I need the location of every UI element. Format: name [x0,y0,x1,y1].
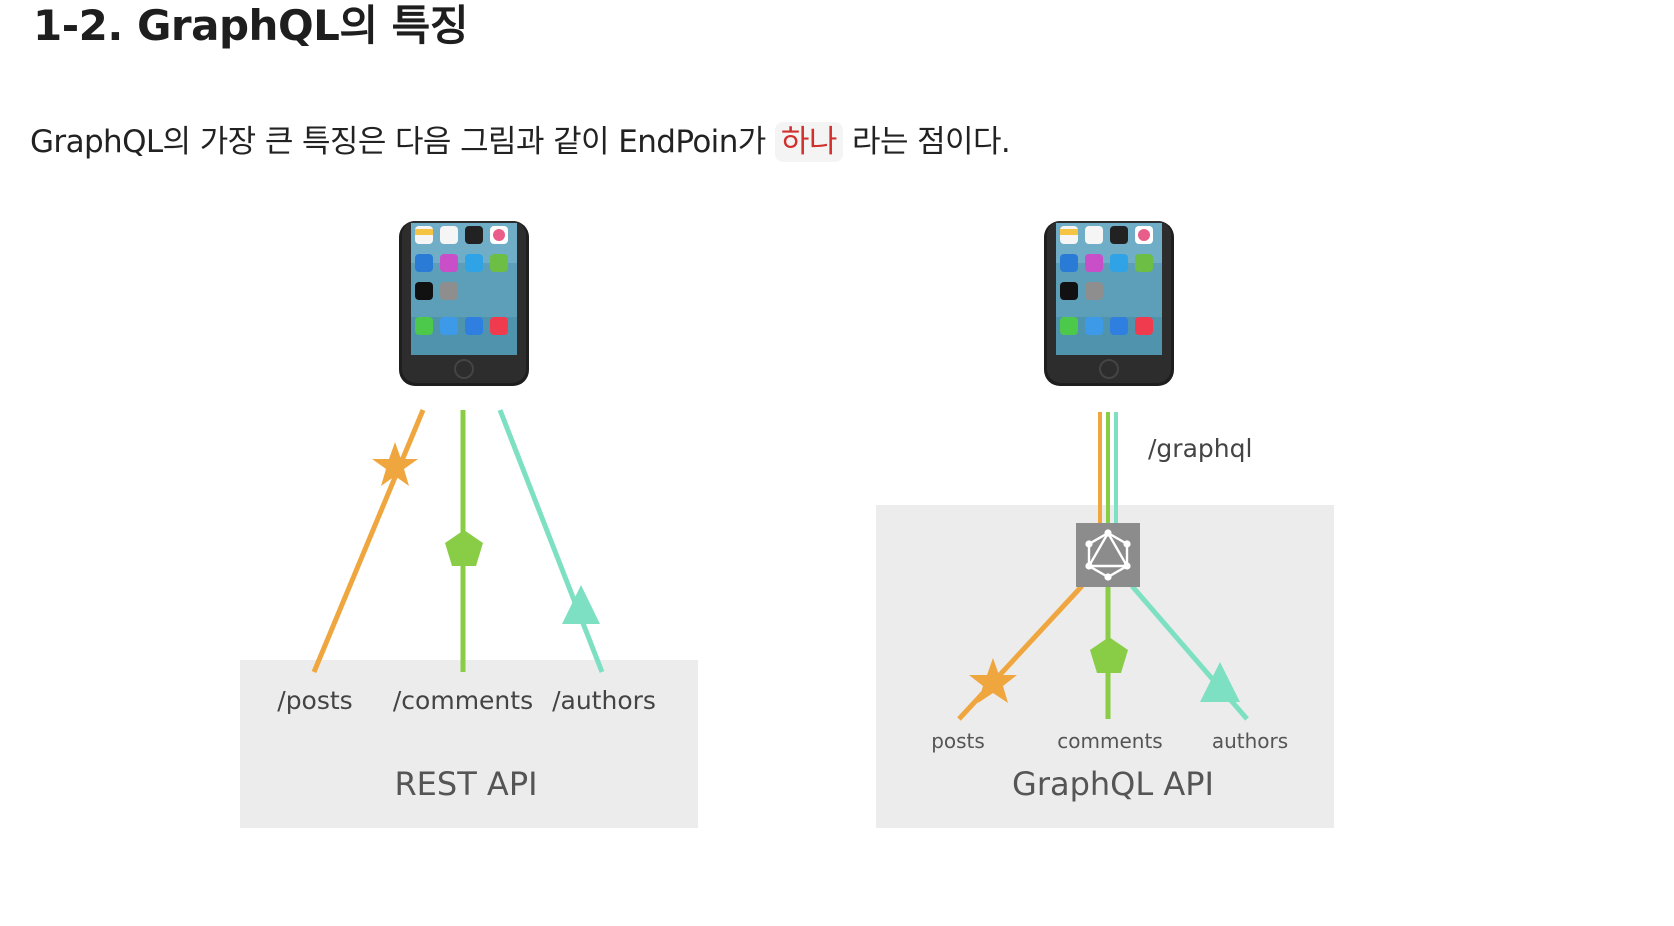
rest-endpoint-authors: /authors [552,686,656,715]
star-icon [969,658,1017,703]
section-heading: 1-2. GraphQL의 특징 [33,1,468,50]
rest-endpoint-comments: /comments [393,686,533,715]
rest-diagram: /posts /comments /authors REST API [240,220,698,828]
graphql-diagram: /graphql posts comments authors GraphQL … [876,220,1334,828]
star-icon [372,442,418,486]
graphql-resource-authors: authors [1212,729,1288,753]
rest-api-title: REST API [394,765,537,803]
rest-api-box [240,660,698,828]
intro-paragraph: GraphQL의 가장 큰 특징은 다음 그림과 같이 EndPoin가 하나 … [30,118,1011,166]
inline-code: 하나 [774,122,843,162]
triangle-icon [562,585,600,624]
graphql-resource-comments: comments [1057,729,1162,753]
triangle-icon [1200,662,1240,702]
pentagon-icon [445,530,483,566]
graphql-api-title: GraphQL API [1012,765,1214,803]
rest-authors-line [497,409,605,673]
intro-text-after: 라는 점이다. [842,124,1011,160]
graphql-posts-line [957,584,1084,721]
rest-endpoint-posts: /posts [277,686,352,715]
graphql-resource-posts: posts [931,729,985,753]
pentagon-icon [1090,637,1128,673]
rest-phone-image [398,220,530,387]
rest-posts-line [311,409,426,673]
graphql-phone-image [1043,220,1175,387]
intro-text-before: GraphQL의 가장 큰 특징은 다음 그림과 같이 EndPoin가 [30,124,775,160]
graphql-endpoint-label: /graphql [1148,434,1252,463]
